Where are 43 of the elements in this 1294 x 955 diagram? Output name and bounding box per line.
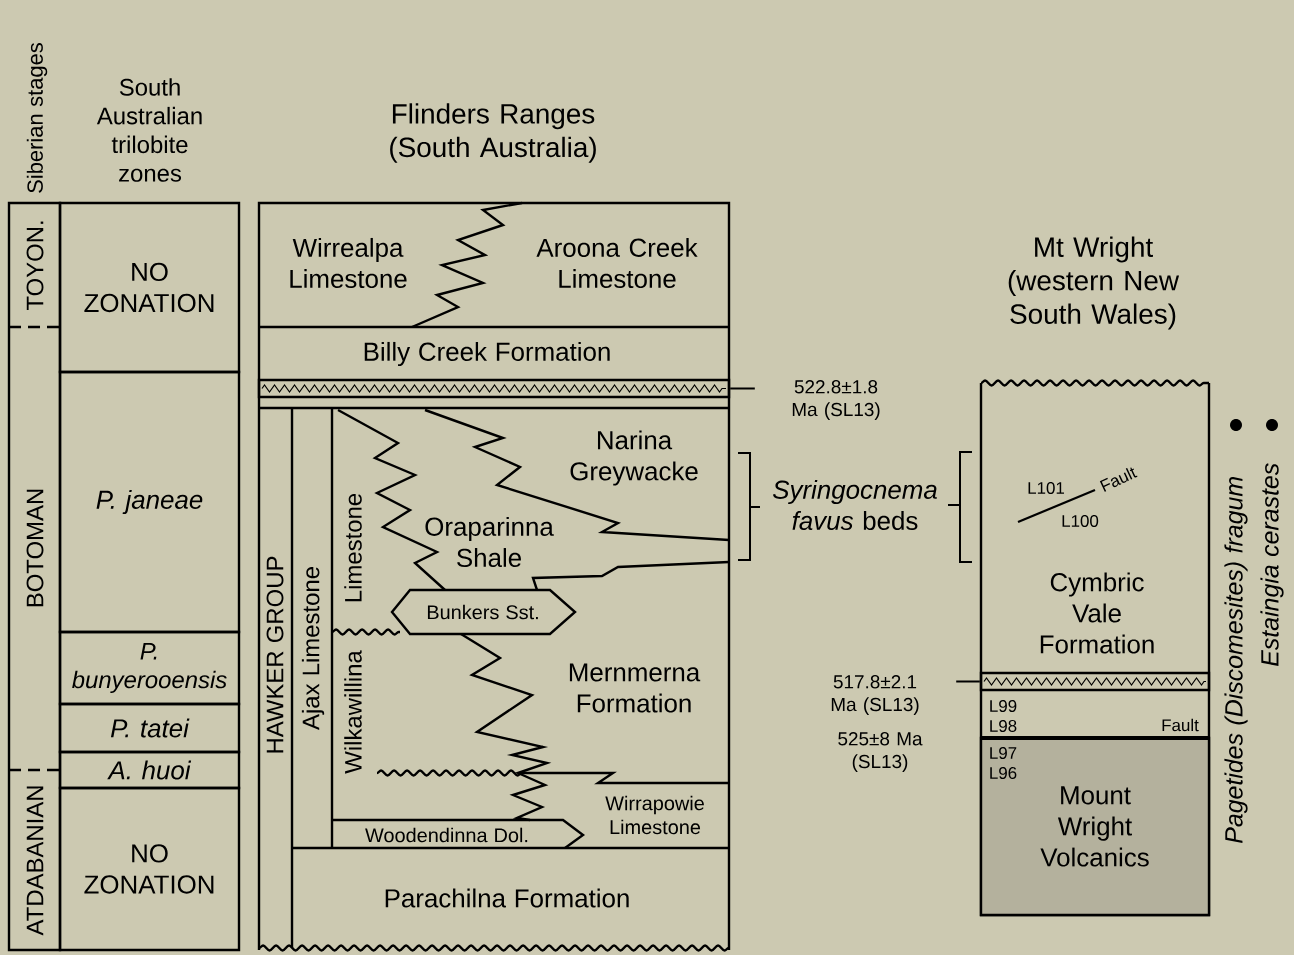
level-label: L99 — [990, 700, 1017, 712]
date-label: 525±8 Ma (SL13) — [838, 732, 923, 772]
column-heading: Flinders Ranges (South Australia) — [390, 103, 596, 163]
tuff-band — [979, 671, 1211, 692]
leader-line — [729, 387, 756, 390]
tuff-band — [257, 378, 731, 399]
unit-label: Mernmerna Formation — [569, 663, 701, 713]
stage-label: ATDABANIAN — [26, 786, 44, 936]
zone-box: A. huoi — [58, 750, 241, 790]
zone-box: P. bunyerooensis — [58, 630, 241, 706]
level-label: L100 — [1062, 515, 1099, 527]
unit-label: Aroona Creek Limestone — [536, 237, 698, 289]
date-label: 517.8±2.1 Ma (SL13) — [831, 675, 919, 715]
unit-label: Cymbric Vale Formation — [1040, 572, 1154, 654]
unit-label: Parachilna Formation — [385, 888, 629, 908]
stage-label: TOYON. — [26, 221, 44, 311]
fault-label: Fault — [1162, 718, 1199, 732]
unit-label: Billy Creek Formation — [364, 341, 610, 367]
level-label: L96 — [990, 767, 1017, 779]
unit-label: Wirrealpa Limestone — [290, 237, 407, 289]
level-label: L101 — [1028, 482, 1064, 494]
taxon-range-label: Estaingia cerastes — [1260, 463, 1284, 667]
unit-label: Ajax Limestone — [301, 567, 325, 730]
level-label: L98 — [990, 720, 1017, 732]
unit-label: Wilkawillina — [344, 650, 362, 774]
unit-label: Oraparinna Shale — [425, 516, 554, 568]
fault-label: Fault — [1099, 467, 1138, 492]
stage-label: BOTOMAN — [26, 489, 44, 607]
zone-box: NO ZONATION — [58, 786, 241, 952]
unit-label: Wirrapowie Limestone — [605, 795, 704, 835]
unit-label: Limestone — [344, 493, 362, 602]
date-label: 522.8±1.8 Ma (SL13) — [792, 380, 880, 420]
zone-box: P. janeae — [58, 370, 241, 634]
bed-label: Syringocnema favus beds — [772, 479, 937, 531]
unit-label: Narina Greywacke — [570, 430, 698, 486]
zone-box: P. tatei — [58, 702, 241, 754]
group-label: HAWKER GROUP — [266, 556, 284, 753]
leader-line — [955, 680, 981, 683]
column-heading: Mt Wright (western New South Wales) — [1008, 236, 1180, 330]
column-heading: Siberian stages — [26, 43, 48, 193]
taxon-range-label: Pagetides (Discomesites) fragum — [1224, 477, 1248, 844]
level-label: L97 — [990, 747, 1017, 759]
zone-box: NO ZONATION — [58, 201, 241, 374]
